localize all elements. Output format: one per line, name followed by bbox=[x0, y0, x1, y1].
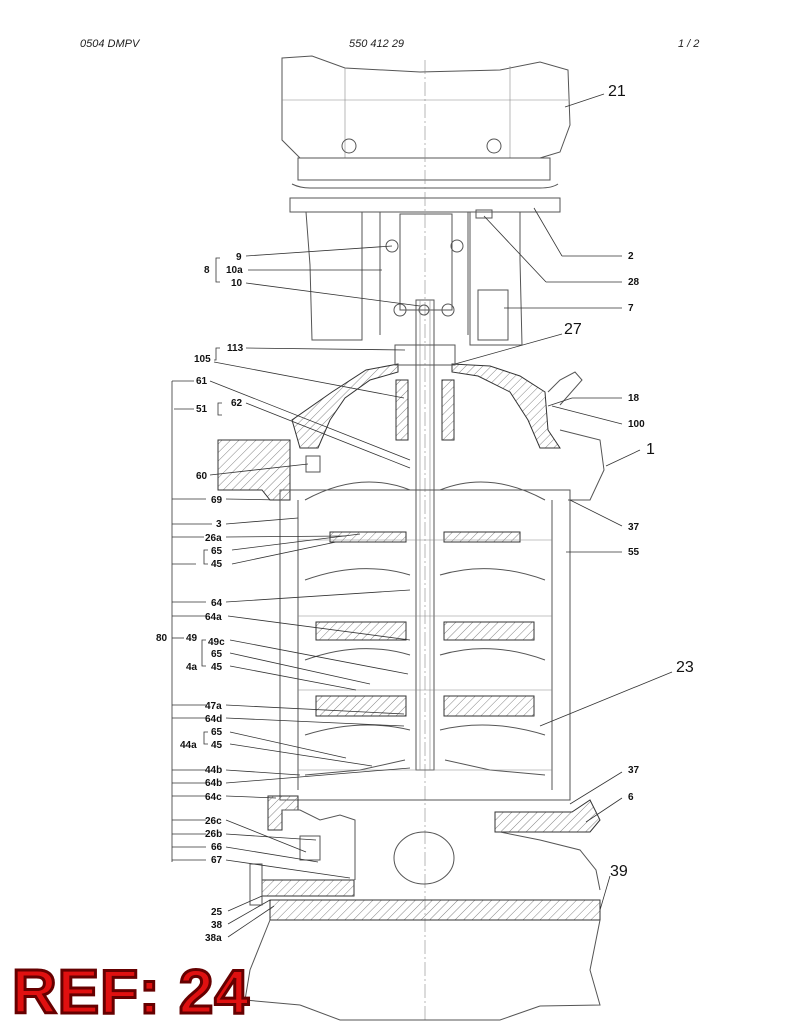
label-26c: 26c bbox=[205, 816, 222, 827]
label-69: 69 bbox=[211, 495, 223, 506]
label-67: 67 bbox=[211, 855, 223, 866]
label-2: 2 bbox=[628, 251, 634, 262]
label-3: 3 bbox=[216, 519, 222, 530]
label-25: 25 bbox=[211, 907, 223, 918]
label-37-upper: 37 bbox=[628, 522, 640, 533]
header-page-number: 1 / 2 bbox=[678, 38, 700, 50]
label-49c: 49c bbox=[208, 637, 225, 648]
motor-housing bbox=[281, 55, 571, 213]
label-37-lower: 37 bbox=[628, 765, 640, 776]
label-39: 39 bbox=[610, 863, 628, 880]
label-45-upper: 45 bbox=[211, 559, 223, 570]
label-23: 23 bbox=[676, 659, 694, 676]
leader-lines bbox=[171, 93, 673, 938]
label-47a: 47a bbox=[205, 701, 222, 712]
label-100: 100 bbox=[628, 419, 645, 430]
label-61: 61 bbox=[196, 376, 208, 387]
pump-base bbox=[244, 795, 601, 1021]
label-1: 1 bbox=[646, 441, 655, 458]
label-105: 105 bbox=[194, 354, 211, 365]
label-28: 28 bbox=[628, 277, 640, 288]
label-45-middle: 45 bbox=[211, 662, 223, 673]
header-part-number: 550 412 29 bbox=[349, 38, 405, 50]
label-26a: 26a bbox=[205, 533, 222, 544]
label-64b: 64b bbox=[205, 778, 222, 789]
label-44a: 44a bbox=[180, 740, 197, 751]
label-113: 113 bbox=[227, 343, 244, 354]
label-6: 6 bbox=[628, 792, 634, 803]
ref-stamp: REF: 24 bbox=[11, 958, 251, 1027]
stage-row-1 bbox=[304, 481, 546, 543]
label-64a: 64a bbox=[205, 612, 222, 623]
label-64c: 64c bbox=[205, 792, 222, 803]
label-64: 64 bbox=[211, 598, 223, 609]
label-9: 9 bbox=[236, 252, 242, 263]
label-62: 62 bbox=[231, 398, 243, 409]
label-49: 49 bbox=[186, 633, 198, 644]
label-65-upper: 65 bbox=[211, 546, 223, 557]
pump-head-casing bbox=[217, 344, 605, 501]
motor-stool bbox=[305, 209, 523, 346]
label-8: 8 bbox=[204, 265, 210, 276]
label-65-middle: 65 bbox=[211, 649, 223, 660]
part-labels: 9 8 10a 10 2 28 7 21 27 113 105 61 62 51… bbox=[156, 83, 694, 944]
label-64d: 64d bbox=[205, 714, 222, 725]
label-26b: 26b bbox=[205, 829, 222, 840]
label-10a: 10a bbox=[226, 265, 243, 276]
label-44b: 44b bbox=[205, 765, 222, 776]
header-doc-code: 0504 DMPV bbox=[80, 38, 140, 50]
label-38a: 38a bbox=[205, 933, 222, 944]
label-51: 51 bbox=[196, 404, 208, 415]
label-18: 18 bbox=[628, 393, 640, 404]
label-80: 80 bbox=[156, 633, 168, 644]
label-60: 60 bbox=[196, 471, 208, 482]
stage-row-2 bbox=[304, 568, 546, 641]
label-27: 27 bbox=[564, 321, 582, 338]
label-65-lower: 65 bbox=[211, 727, 223, 738]
label-66: 66 bbox=[211, 842, 223, 853]
label-21: 21 bbox=[608, 83, 626, 100]
label-7: 7 bbox=[628, 303, 634, 314]
label-45-lower: 45 bbox=[211, 740, 223, 751]
label-10: 10 bbox=[231, 278, 243, 289]
label-38: 38 bbox=[211, 920, 223, 931]
label-55: 55 bbox=[628, 547, 640, 558]
label-4a: 4a bbox=[186, 662, 198, 673]
